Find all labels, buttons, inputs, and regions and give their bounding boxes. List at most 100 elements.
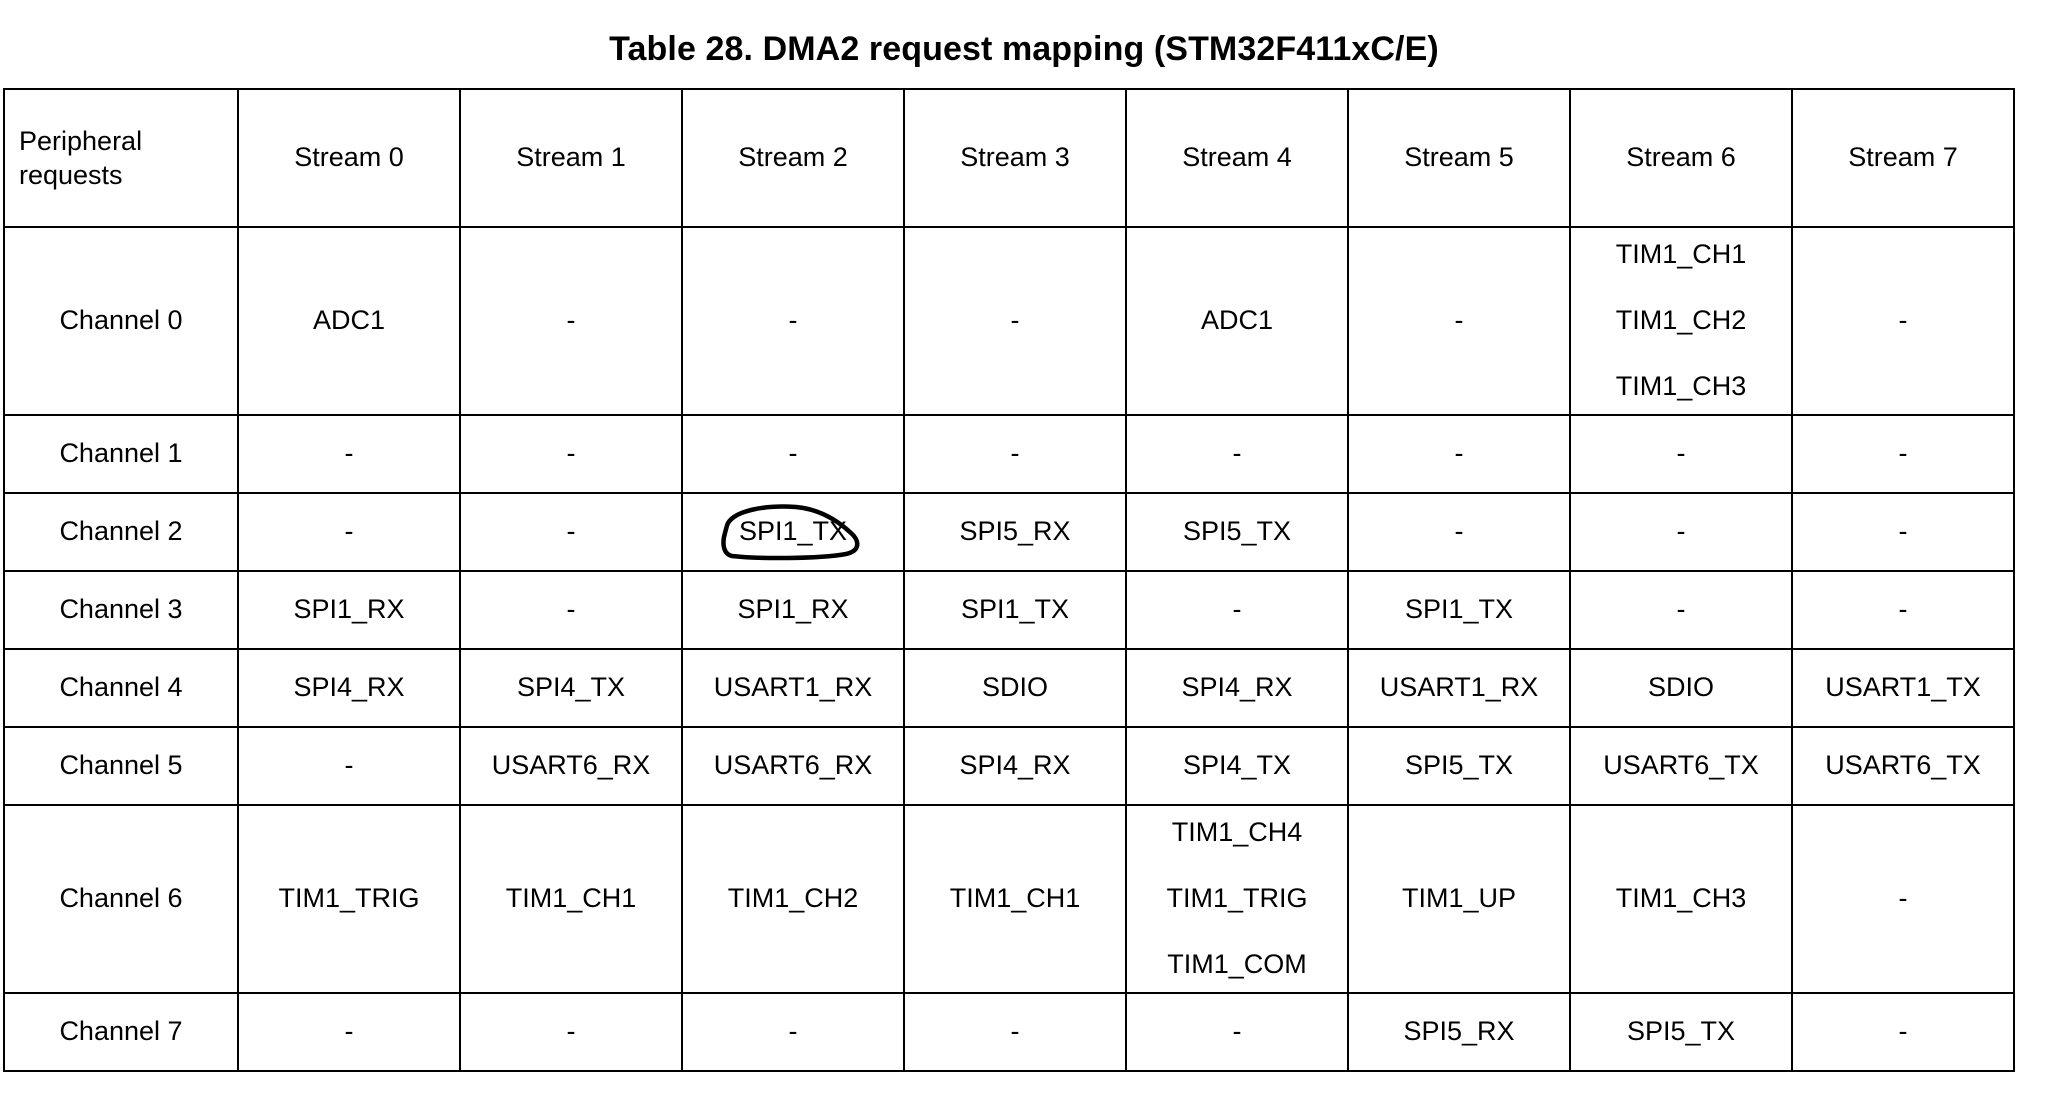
- cell-r3-stream-0: SPI1_RX: [237, 570, 461, 650]
- cell-r6-stream-5: TIM1_UP: [1347, 804, 1571, 994]
- cell-r0-stream-4: ADC1: [1125, 226, 1349, 416]
- cell-r6-stream-3: TIM1_CH1: [903, 804, 1127, 994]
- cell-r7-stream-5: SPI5_RX: [1347, 992, 1571, 1072]
- column-header-line-1: Peripheral: [19, 125, 143, 156]
- cell-r4-stream-4: SPI4_RX: [1125, 648, 1349, 728]
- cell-r6-stream-2: TIM1_CH2: [681, 804, 905, 994]
- table-header: Peripheral requests Stream 0 Stream 1 St…: [3, 88, 2015, 228]
- cell-r0-stream-5: -: [1347, 226, 1571, 416]
- cell-text: TIM1_CH1: [1615, 239, 1747, 270]
- cell-r4-stream-2: USART1_RX: [681, 648, 905, 728]
- cell-text: TIM1_TRIG: [1166, 883, 1308, 914]
- column-header-stream-3: Stream 3: [903, 88, 1127, 228]
- cell-r0-stream-2: -: [681, 226, 905, 416]
- cell-r7-stream-7: -: [1791, 992, 2015, 1072]
- column-header-stream-7: Stream 7: [1791, 88, 2015, 228]
- table-header-row: Peripheral requests Stream 0 Stream 1 St…: [3, 88, 2015, 228]
- cell-r5-stream-0: -: [237, 726, 461, 806]
- cell-r5-stream-2: USART6_RX: [681, 726, 905, 806]
- cell-r7-stream-3: -: [903, 992, 1127, 1072]
- cell-r7-stream-0: -: [237, 992, 461, 1072]
- cell-r2-stream-3: SPI5_RX: [903, 492, 1127, 572]
- cell-r0-stream-0: ADC1: [237, 226, 461, 416]
- column-header-stream-0: Stream 0: [237, 88, 461, 228]
- cell-r4-stream-5: USART1_RX: [1347, 648, 1571, 728]
- cell-r3-stream-6: -: [1569, 570, 1793, 650]
- cell-r4-stream-7: USART1_TX: [1791, 648, 2015, 728]
- column-header-stream-1: Stream 1: [459, 88, 683, 228]
- cell-text: TIM1_CH4: [1171, 817, 1303, 848]
- cell-r6-stream-6: TIM1_CH3: [1569, 804, 1793, 994]
- row-label-channel-2: Channel 2: [3, 492, 239, 572]
- cell-r3-stream-4: -: [1125, 570, 1349, 650]
- row-label-channel-7: Channel 7: [3, 992, 239, 1072]
- cell-r2-stream-5: -: [1347, 492, 1571, 572]
- cell-r1-stream-0: -: [237, 414, 461, 494]
- cell-r6-stream-1: TIM1_CH1: [459, 804, 683, 994]
- column-header-stream-6: Stream 6: [1569, 88, 1793, 228]
- cell-text: SPI1_TX: [738, 516, 848, 547]
- cell-r2-stream-7: -: [1791, 492, 2015, 572]
- cell-r5-stream-6: USART6_TX: [1569, 726, 1793, 806]
- cell-r7-stream-1: -: [459, 992, 683, 1072]
- cell-r1-stream-5: -: [1347, 414, 1571, 494]
- column-header-stream-2: Stream 2: [681, 88, 905, 228]
- cell-r4-stream-0: SPI4_RX: [237, 648, 461, 728]
- row-label-channel-1: Channel 1: [3, 414, 239, 494]
- cell-r5-stream-3: SPI4_RX: [903, 726, 1127, 806]
- cell-r2-stream-1: -: [459, 492, 683, 572]
- cell-r3-stream-5: SPI1_TX: [1347, 570, 1571, 650]
- column-header-stream-5: Stream 5: [1347, 88, 1571, 228]
- cell-r3-stream-1: -: [459, 570, 683, 650]
- cell-r4-stream-1: SPI4_TX: [459, 648, 683, 728]
- cell-r2-stream-4: SPI5_TX: [1125, 492, 1349, 572]
- cell-r7-stream-6: SPI5_TX: [1569, 992, 1793, 1072]
- cell-r4-stream-3: SDIO: [903, 648, 1127, 728]
- column-header-line-2: requests: [19, 160, 123, 190]
- cell-r6-stream-0: TIM1_TRIG: [237, 804, 461, 994]
- row-label-channel-3: Channel 3: [3, 570, 239, 650]
- cell-r3-stream-3: SPI1_TX: [903, 570, 1127, 650]
- cell-r0-stream-1: -: [459, 226, 683, 416]
- table-row: Channel 1--------: [3, 414, 2015, 494]
- cell-r1-stream-4: -: [1125, 414, 1349, 494]
- row-label-channel-6: Channel 6: [3, 804, 239, 994]
- cell-r7-stream-4: -: [1125, 992, 1349, 1072]
- cell-r2-stream-2: SPI1_TX: [681, 492, 905, 572]
- cell-r0-stream-7: -: [1791, 226, 2015, 416]
- page-title: Table 28. DMA2 request mapping (STM32F41…: [609, 30, 1439, 68]
- cell-text: TIM1_COM: [1167, 948, 1307, 979]
- column-header-stream-4: Stream 4: [1125, 88, 1349, 228]
- cell-text: TIM1_CH2: [1615, 305, 1747, 336]
- row-label-channel-0: Channel 0: [3, 226, 239, 416]
- cell-r3-stream-2: SPI1_RX: [681, 570, 905, 650]
- cell-r1-stream-3: -: [903, 414, 1127, 494]
- cell-r1-stream-2: -: [681, 414, 905, 494]
- row-label-channel-5: Channel 5: [3, 726, 239, 806]
- cell-r1-stream-6: -: [1569, 414, 1793, 494]
- cell-r7-stream-2: -: [681, 992, 905, 1072]
- table-container: Peripheral requests Stream 0 Stream 1 St…: [3, 88, 2015, 1072]
- cell-r2-stream-6: -: [1569, 492, 1793, 572]
- cell-r5-stream-5: SPI5_TX: [1347, 726, 1571, 806]
- column-header-peripheral-requests: Peripheral requests: [3, 88, 239, 228]
- cell-r5-stream-4: SPI4_TX: [1125, 726, 1349, 806]
- cell-r3-stream-7: -: [1791, 570, 2015, 650]
- cell-r1-stream-1: -: [459, 414, 683, 494]
- cell-text: TIM1_CH3: [1615, 370, 1747, 401]
- cell-r4-stream-6: SDIO: [1569, 648, 1793, 728]
- annotated-cell-wrapper: SPI1_TX: [721, 504, 860, 561]
